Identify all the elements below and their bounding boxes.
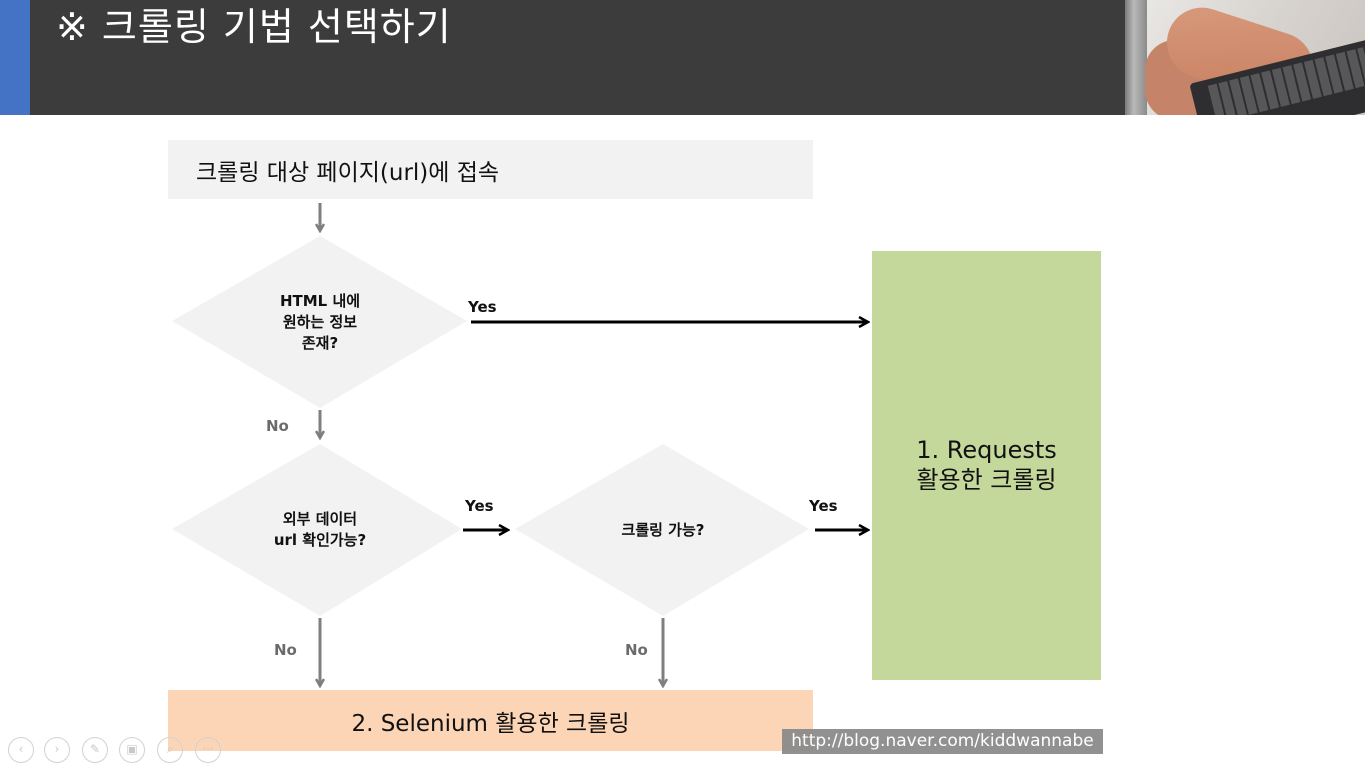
next-icon[interactable]: ›	[44, 737, 70, 763]
header-photo	[1125, 0, 1365, 115]
yes-label-d3: Yes	[809, 497, 838, 515]
slides-icon[interactable]: ▣	[119, 737, 145, 763]
yes-label-d2: Yes	[465, 497, 494, 515]
more-icon[interactable]: ···	[195, 737, 221, 763]
requests-result-box: 1. Requests 활용한 크롤링	[872, 251, 1101, 680]
decision3-text: 크롤링 가능?	[621, 521, 705, 539]
no-label-d1: No	[266, 417, 289, 435]
slide-title: ※ 크롤링 기법 선택하기	[56, 5, 452, 49]
previous-icon[interactable]: ‹	[8, 737, 34, 763]
no-label-d2: No	[274, 641, 297, 659]
header-accent-bar	[0, 0, 30, 115]
decision-html-info	[172, 236, 467, 408]
no-label-d3: No	[625, 641, 648, 659]
decision-external-url	[172, 444, 462, 616]
blog-watermark: http://blog.naver.com/kiddwannabe	[782, 729, 1103, 754]
slide-header: ※ 크롤링 기법 선택하기	[0, 0, 1365, 115]
decision1-text: HTML 내에 원하는 정보 존재?	[279, 292, 361, 352]
zoom-icon[interactable]: ⌕	[157, 737, 183, 763]
pen-icon[interactable]: ✎	[82, 737, 108, 763]
decision2-text: 외부 데이터 url 확인가능?	[273, 510, 367, 549]
yes-label-d1: Yes	[468, 298, 497, 316]
decision-crawlable	[515, 444, 809, 616]
requests-label: 1. Requests 활용한 크롤링	[916, 436, 1057, 494]
selenium-result-box: 2. Selenium 활용한 크롤링	[168, 690, 813, 751]
start-node: 크롤링 대상 페이지(url)에 접속	[168, 140, 813, 199]
